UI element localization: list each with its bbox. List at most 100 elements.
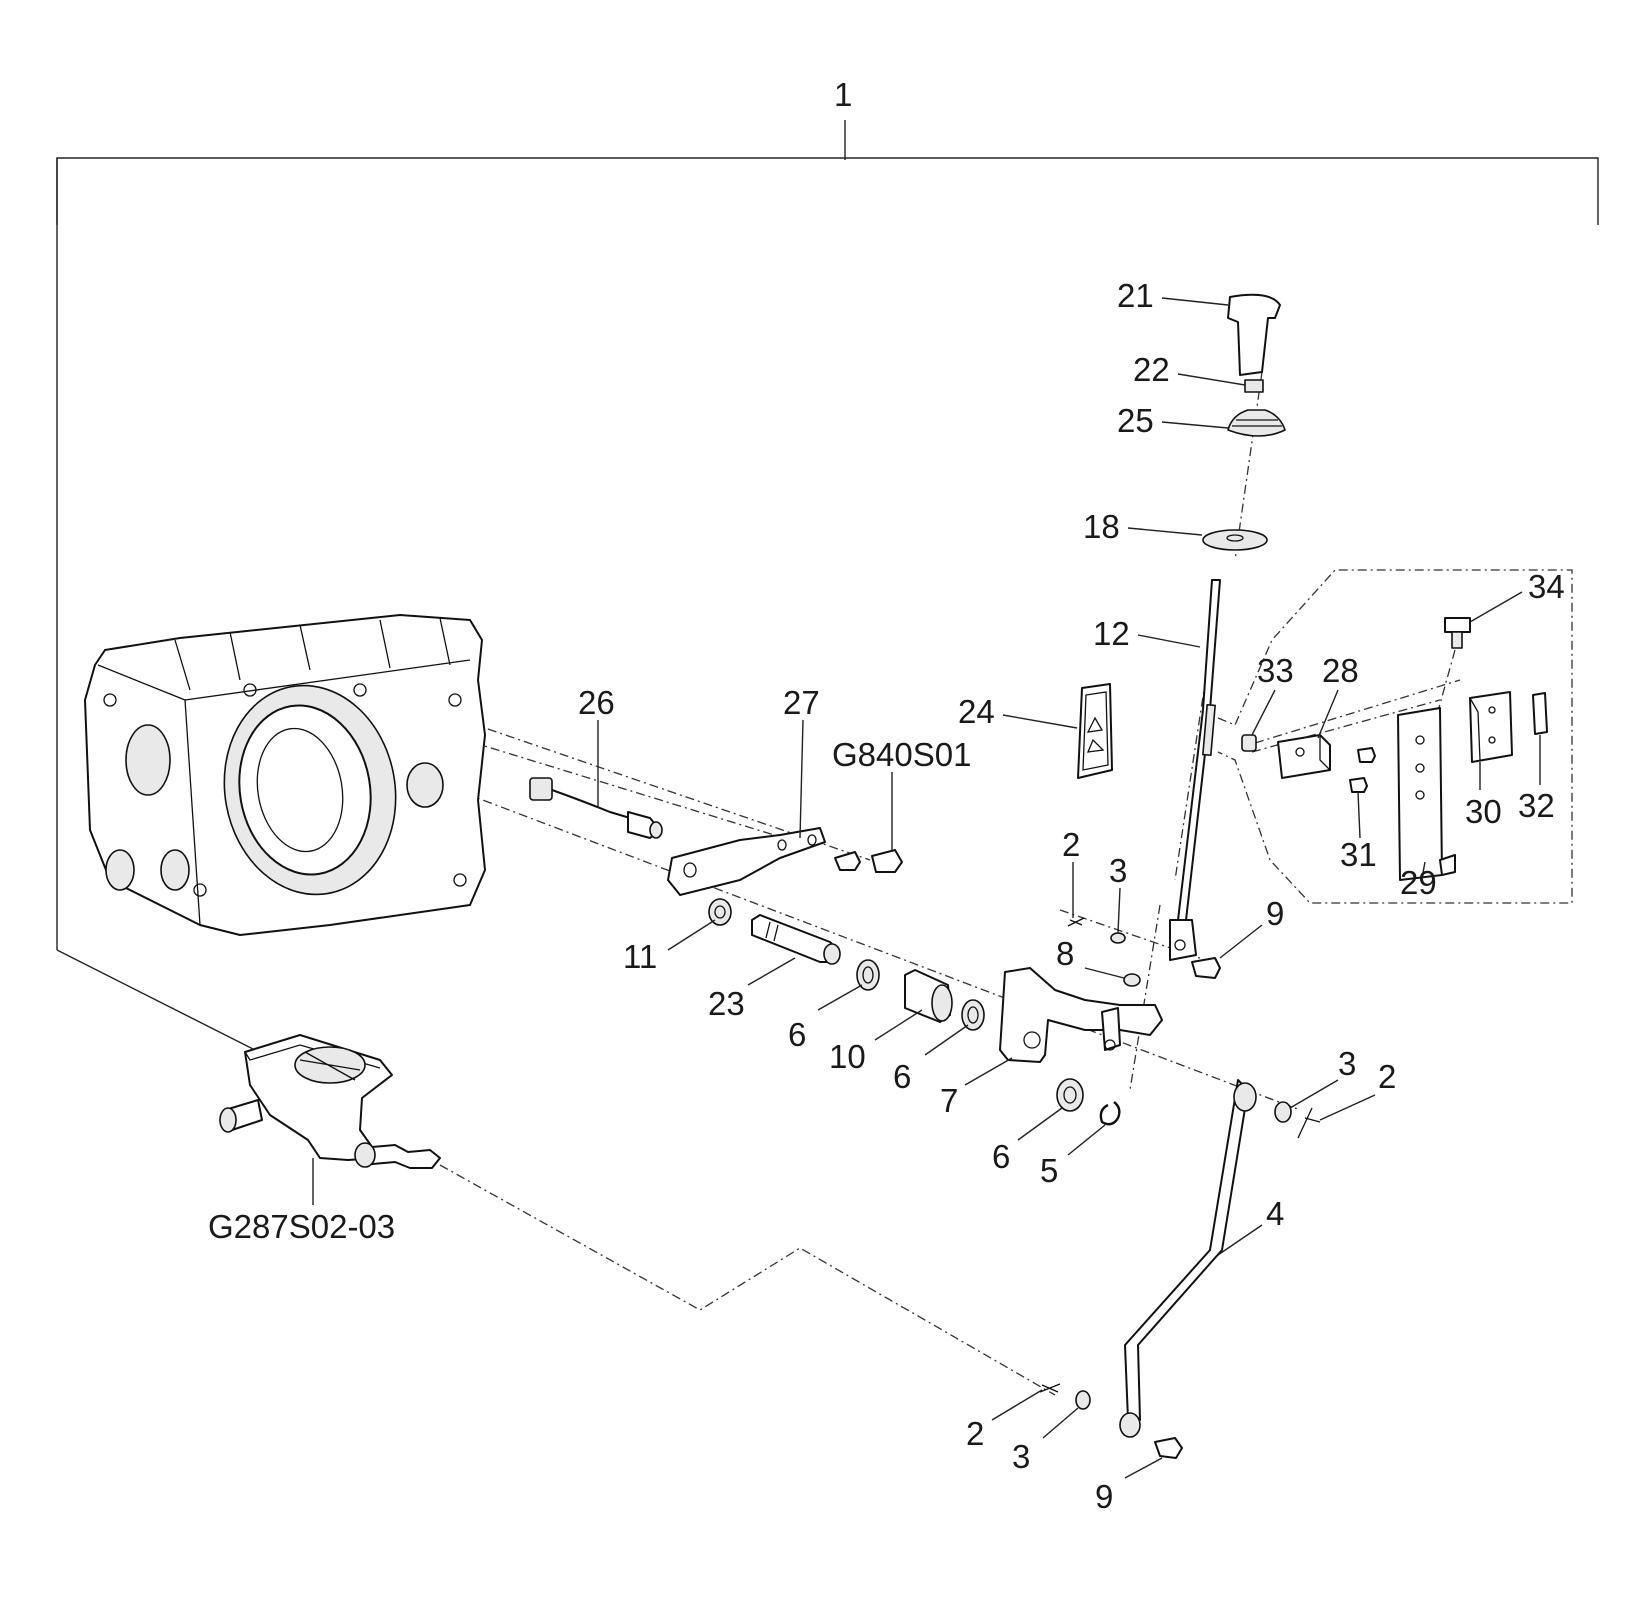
center-lines bbox=[379, 371, 1573, 1396]
callout-22: 22 bbox=[1133, 351, 1170, 388]
callout-26: 26 bbox=[578, 684, 615, 721]
callout-3b: 3 bbox=[1338, 1045, 1356, 1082]
leader-24 bbox=[1002, 714, 1078, 729]
leader-3a bbox=[1117, 887, 1121, 934]
part-32-shim bbox=[1532, 692, 1548, 735]
leader-3c bbox=[1042, 1407, 1079, 1439]
part-2-clip-upper bbox=[1067, 917, 1085, 927]
leader-21 bbox=[1161, 297, 1229, 306]
part-12-lever bbox=[1169, 579, 1221, 961]
part-31-screws bbox=[1349, 747, 1376, 793]
assembly-bracket bbox=[56, 120, 1599, 1051]
callout-9b: 9 bbox=[1095, 1478, 1113, 1515]
part-5-circlip bbox=[1099, 1101, 1121, 1126]
leader-10 bbox=[874, 1009, 923, 1041]
leader-3b bbox=[1289, 1079, 1339, 1109]
leader-7 bbox=[964, 1057, 1013, 1086]
part-6-washer-c bbox=[1056, 1078, 1084, 1112]
part-18-washer bbox=[1202, 529, 1268, 551]
part-23-shaft bbox=[751, 914, 841, 965]
leader-9b bbox=[1124, 1457, 1163, 1479]
part-22-nut bbox=[1244, 379, 1264, 393]
leader-12 bbox=[1137, 634, 1201, 648]
leader-31 bbox=[1357, 791, 1361, 839]
leader-18 bbox=[1127, 527, 1203, 536]
callout-8: 8 bbox=[1056, 935, 1074, 972]
callout-1: 1 bbox=[834, 76, 852, 113]
callout-30: 30 bbox=[1465, 793, 1502, 830]
leader-27 bbox=[799, 719, 804, 839]
part-3-washer-lower bbox=[1075, 1390, 1091, 1410]
callout-21: 21 bbox=[1117, 277, 1154, 314]
part-26-sensor bbox=[529, 777, 663, 839]
callout-25: 25 bbox=[1117, 402, 1154, 439]
leader-23 bbox=[747, 957, 796, 986]
callout-3c: 3 bbox=[1012, 1438, 1030, 1475]
callout-g840s01: G840S01 bbox=[832, 736, 971, 773]
part-9-pin-upper bbox=[1191, 957, 1221, 979]
part-2-clip-lower bbox=[1039, 1383, 1061, 1393]
callout-g287s02-03: G287S02-03 bbox=[208, 1208, 395, 1245]
part-34-bolt bbox=[1444, 617, 1471, 649]
part-24-decal bbox=[1077, 683, 1113, 779]
part-9-pin-lower bbox=[1154, 1437, 1183, 1459]
callout-2b: 2 bbox=[1378, 1058, 1396, 1095]
callout-34: 34 bbox=[1528, 568, 1565, 605]
leader-6b bbox=[924, 1024, 969, 1056]
callout-31: 31 bbox=[1340, 836, 1377, 873]
part-6-washer-a bbox=[856, 959, 880, 991]
leader-8 bbox=[1084, 967, 1125, 979]
callout-18: 18 bbox=[1083, 508, 1120, 545]
part-29-bracket bbox=[1397, 707, 1456, 881]
leader-34 bbox=[1469, 591, 1523, 623]
callout-9a: 9 bbox=[1266, 895, 1284, 932]
leader-25 bbox=[1161, 421, 1229, 429]
callout-24: 24 bbox=[958, 693, 995, 730]
part-3-washer-upper bbox=[1110, 932, 1126, 944]
part-2-clip-right bbox=[1297, 1107, 1321, 1139]
callout-2c: 2 bbox=[966, 1415, 984, 1452]
callout-10: 10 bbox=[829, 1038, 866, 1075]
part-27-plate bbox=[667, 827, 826, 896]
part-11-washer bbox=[708, 898, 732, 926]
leader-11 bbox=[667, 919, 716, 951]
leader-22 bbox=[1177, 373, 1246, 386]
leader-5 bbox=[1067, 1124, 1106, 1156]
leader-28 bbox=[1317, 689, 1339, 739]
part-6-washer-b bbox=[961, 999, 985, 1031]
callout-6b: 6 bbox=[893, 1058, 911, 1095]
part-g840s01-bolts bbox=[834, 849, 903, 873]
callout-4: 4 bbox=[1266, 1195, 1284, 1232]
part-25-boot bbox=[1227, 409, 1286, 437]
callout-6a: 6 bbox=[788, 1016, 806, 1053]
part-33-pin bbox=[1241, 734, 1257, 752]
part-28-block bbox=[1277, 734, 1331, 779]
callout-28: 28 bbox=[1322, 652, 1359, 689]
part-4-link-rod bbox=[1119, 1079, 1257, 1438]
leader-2b bbox=[1319, 1094, 1376, 1121]
callout-29: 29 bbox=[1400, 864, 1437, 901]
callout-5: 5 bbox=[1040, 1152, 1058, 1189]
leader-29 bbox=[1421, 861, 1426, 879]
callout-3a: 3 bbox=[1109, 852, 1127, 889]
callout-12: 12 bbox=[1093, 615, 1130, 652]
leader-4 bbox=[1217, 1224, 1263, 1256]
leader-2c bbox=[991, 1389, 1043, 1421]
callout-7: 7 bbox=[940, 1082, 958, 1119]
callout-33: 33 bbox=[1257, 652, 1294, 689]
leader-6c bbox=[1017, 1107, 1063, 1141]
transmission-housing bbox=[84, 614, 486, 936]
callout-2a: 2 bbox=[1062, 826, 1080, 863]
part-8-washer bbox=[1123, 973, 1141, 987]
part-7-bellcrank bbox=[999, 967, 1163, 1063]
part-21-knob bbox=[1227, 293, 1281, 376]
part-10-bushing bbox=[904, 969, 953, 1023]
leader-9a bbox=[1219, 924, 1263, 959]
part-3-washer-right bbox=[1274, 1101, 1292, 1123]
callout-11: 11 bbox=[623, 938, 657, 975]
callout-27: 27 bbox=[783, 684, 820, 721]
callout-23: 23 bbox=[708, 985, 745, 1022]
part-30-plate bbox=[1469, 691, 1513, 763]
callout-6c: 6 bbox=[992, 1138, 1010, 1175]
